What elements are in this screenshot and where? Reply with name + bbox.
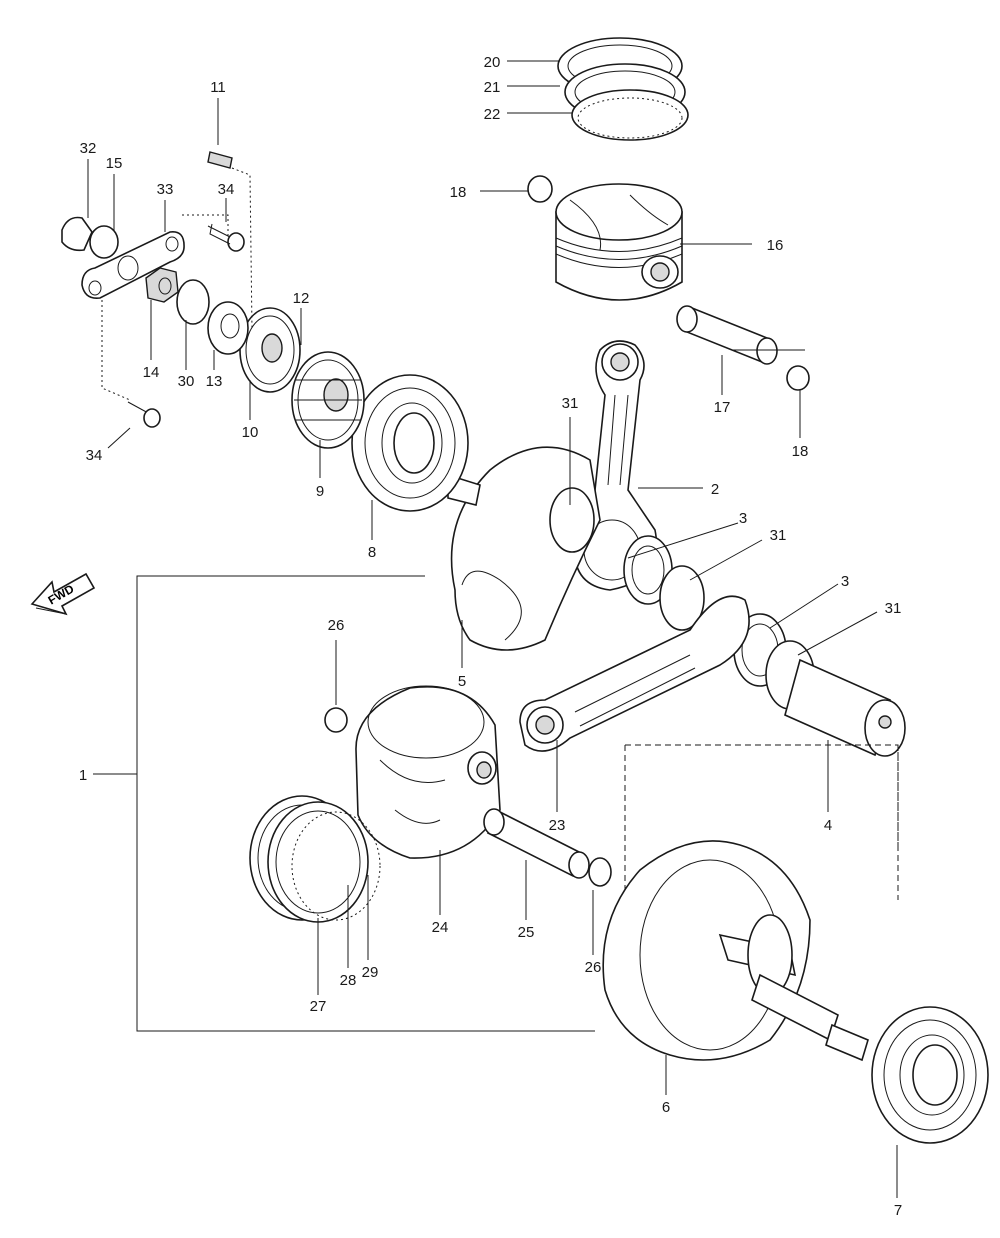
piston-pin-upper — [676, 305, 778, 365]
label-9: 9 — [316, 483, 324, 500]
piston-lower — [355, 685, 501, 859]
circlip-upper-left — [527, 175, 553, 203]
screw-lower — [127, 401, 161, 428]
label-27: 27 — [310, 998, 327, 1015]
hex-nut — [145, 267, 179, 303]
label-32: 32 — [80, 140, 97, 157]
thrust-washer — [207, 301, 249, 355]
label-33: 33 — [157, 181, 174, 198]
circlip-upper-right — [786, 365, 810, 391]
piston-ring-set-lower — [249, 795, 381, 923]
label-34: 34 — [218, 181, 235, 198]
label-29: 29 — [362, 964, 379, 981]
circlip-lower-upper — [324, 707, 348, 733]
assembly-bracket — [93, 575, 595, 1032]
circlip-lower-lower — [588, 857, 612, 887]
piston-upper — [555, 183, 683, 301]
label-26: 26 — [585, 959, 602, 976]
snap-ring — [176, 279, 210, 325]
part-labels: 1 2 3 3 4 5 6 7 8 9 10 11 12 13 14 15 16… — [79, 54, 902, 1219]
label-13: 13 — [206, 373, 223, 390]
label-2: 2 — [711, 481, 719, 498]
crank-web-right — [602, 840, 869, 1062]
cam-chain-sprocket — [239, 307, 301, 393]
spacer-washer — [89, 225, 119, 259]
label-4: 4 — [824, 817, 832, 834]
label-18: 18 — [792, 443, 809, 460]
label-20: 20 — [484, 54, 501, 71]
label-24: 24 — [432, 919, 449, 936]
label-31: 31 — [885, 600, 902, 617]
label-22: 22 — [484, 106, 501, 123]
piston-pin-lower — [483, 808, 590, 879]
leader-lines — [87, 60, 898, 1198]
label-14: 14 — [143, 364, 160, 381]
crank-pin — [784, 658, 906, 757]
label-17: 17 — [714, 399, 731, 416]
label-3: 3 — [841, 573, 849, 590]
label-18: 18 — [450, 184, 467, 201]
label-3: 3 — [739, 510, 747, 527]
label-31: 31 — [562, 395, 579, 412]
label-34: 34 — [86, 447, 103, 464]
alignment-dash — [625, 744, 899, 845]
label-8: 8 — [368, 544, 376, 561]
label-5: 5 — [458, 673, 466, 690]
fwd-arrow: FWD — [30, 572, 96, 616]
label-23: 23 — [549, 817, 566, 834]
label-11: 11 — [210, 79, 226, 96]
woodruff-key — [207, 151, 233, 169]
label-7: 7 — [894, 1202, 902, 1219]
piston-ring-set-upper — [557, 37, 689, 141]
label-10: 10 — [242, 424, 259, 441]
flange-bolt — [61, 216, 93, 252]
label-30: 30 — [178, 373, 195, 390]
label-31: 31 — [770, 527, 787, 544]
label-28: 28 — [340, 972, 357, 989]
label-15: 15 — [106, 155, 123, 172]
ball-bearing-right — [871, 1006, 989, 1144]
connecting-rod-lower — [519, 595, 750, 752]
ball-bearing-left — [351, 374, 469, 512]
label-21: 21 — [484, 79, 501, 96]
screw-upper — [207, 223, 245, 252]
label-6: 6 — [662, 1099, 670, 1116]
primary-drive-gear — [291, 351, 365, 449]
label-26: 26 — [328, 617, 345, 634]
label-25: 25 — [518, 924, 535, 941]
label-12: 12 — [293, 290, 310, 307]
label-16: 16 — [767, 237, 784, 254]
retainer-plate — [81, 231, 185, 300]
label-1: 1 — [79, 767, 87, 784]
